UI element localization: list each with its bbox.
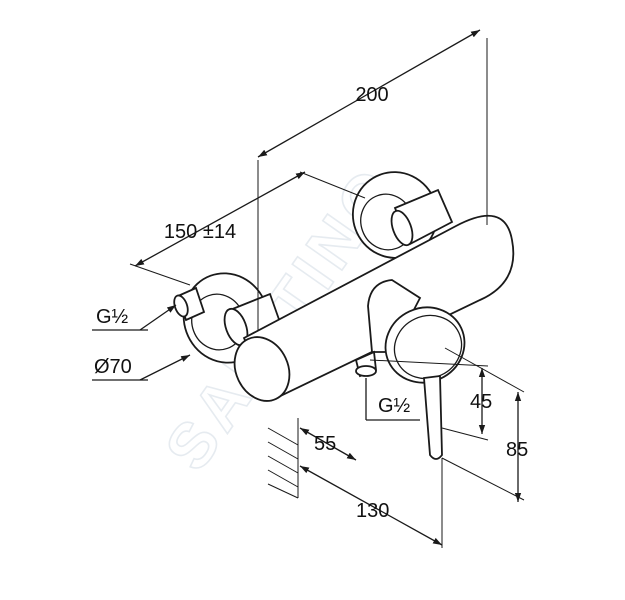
dimension-projection: 130 — [299, 458, 443, 548]
dimension-wall-to-outlet: 55 — [299, 427, 357, 461]
label-overall-width: 200 — [355, 84, 388, 106]
dimension-inlet-spacing: 150 ±14 — [129, 171, 366, 286]
leader-inlet-thread: G½ — [92, 304, 177, 331]
wall-hatch — [267, 418, 299, 499]
shower-outlet — [354, 350, 377, 378]
label-inlet-thread: G½ — [96, 306, 129, 328]
dimension-outlet-height: 45 — [369, 359, 492, 441]
label-inlet-spacing: 150 ±14 — [164, 221, 236, 243]
label-rosette-diameter: Ø70 — [94, 356, 132, 378]
label-outlet-height: 45 — [470, 391, 492, 413]
dimension-lever-height: 85 — [441, 347, 528, 502]
label-lever-height: 85 — [506, 439, 528, 461]
leader-rosette-diameter: Ø70 — [92, 354, 191, 381]
back-wall-rosette — [351, 171, 454, 259]
label-outlet-thread: G½ — [378, 395, 411, 417]
label-projection: 130 — [356, 500, 389, 522]
label-wall-to-outlet: 55 — [314, 433, 336, 455]
leader-outlet-thread: G½ — [365, 378, 420, 421]
